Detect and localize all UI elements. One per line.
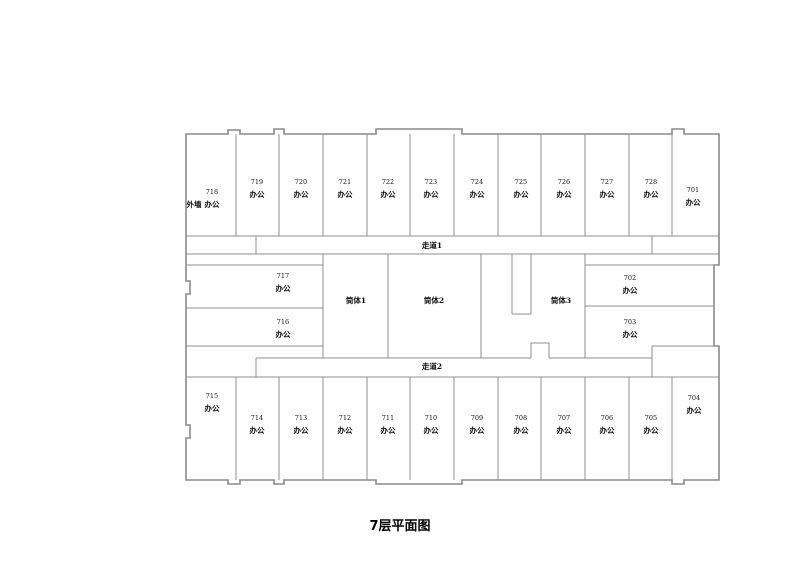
room-number-716: 716: [277, 318, 289, 326]
room-label: 办公: [557, 425, 572, 435]
corridor-1-label: 走道1: [422, 240, 442, 250]
room-label: 办公: [381, 425, 396, 435]
room-label: 办公: [600, 189, 615, 199]
plan-title: 7层平面图: [369, 519, 431, 534]
corridor-2-label: 走道2: [422, 361, 442, 371]
room-number: 720: [295, 178, 307, 186]
core-1-label: 筒体1: [346, 295, 366, 305]
room-number: 724: [471, 178, 483, 186]
room-label: 办公: [470, 425, 485, 435]
room-number-703: 703: [624, 318, 636, 326]
core-2-label: 筒体2: [424, 295, 444, 305]
top-room-row: 719 办公 720 办公 721 办公 722 办公 723 办公 724 办…: [250, 178, 659, 199]
room-number: 721: [339, 178, 351, 186]
room-label: 办公: [644, 189, 659, 199]
room-label: 办公: [381, 189, 396, 199]
room-number-715: 715: [206, 392, 218, 400]
room-number: 713: [295, 414, 307, 422]
room-number: 706: [601, 414, 613, 422]
building-outline: [185, 128, 720, 485]
room-number: 712: [339, 414, 351, 422]
room-number: 723: [425, 178, 437, 186]
room-label: 办公: [250, 425, 265, 435]
room-label: 办公: [557, 189, 572, 199]
room-label-704: 办公: [687, 405, 702, 415]
room-number-704: 704: [688, 394, 700, 402]
room-number-701: 701: [687, 186, 699, 194]
room-label: 办公: [338, 425, 353, 435]
core-3-label: 筒体3: [551, 295, 571, 305]
room-number: 707: [558, 414, 570, 422]
room-number-702: 702: [624, 274, 636, 282]
room-label: 办公: [250, 189, 265, 199]
room-label: 办公: [424, 425, 439, 435]
room-label: 办公: [294, 425, 309, 435]
room-label: 办公: [514, 189, 529, 199]
side-rooms: 718 办公 外墙 701 办公 717 办公 716 办公 702 办公 70…: [187, 186, 702, 415]
room-number: 709: [471, 414, 483, 422]
exterior-wall-label: 外墙: [187, 199, 202, 209]
room-label-716: 办公: [276, 329, 291, 339]
room-number: 728: [645, 178, 657, 186]
room-label: 办公: [294, 189, 309, 199]
room-number: 711: [382, 414, 394, 422]
room-number: 725: [515, 178, 527, 186]
room-label: 办公: [514, 425, 529, 435]
room-label-717: 办公: [276, 283, 291, 293]
room-number: 726: [558, 178, 570, 186]
room-number: 719: [251, 178, 263, 186]
room-label-701: 办公: [686, 197, 701, 207]
room-label: 办公: [338, 189, 353, 199]
room-number: 722: [382, 178, 394, 186]
room-label: 办公: [600, 425, 615, 435]
room-label: 办公: [644, 425, 659, 435]
room-number-718: 718: [206, 188, 218, 196]
room-label-718: 办公: [205, 199, 220, 209]
room-label-715: 办公: [205, 403, 220, 413]
room-number: 705: [645, 414, 657, 422]
room-number: 708: [515, 414, 527, 422]
room-label-703: 办公: [623, 329, 638, 339]
room-number: 727: [601, 178, 613, 186]
room-label: 办公: [470, 189, 485, 199]
room-label-702: 办公: [623, 285, 638, 295]
room-label: 办公: [424, 189, 439, 199]
interior-walls: [186, 134, 719, 480]
room-number: 714: [251, 414, 263, 422]
room-number-717: 717: [277, 272, 289, 280]
room-number: 710: [425, 414, 437, 422]
bottom-room-row: 714 办公 713 办公 712 办公 711 办公 710 办公 709 办…: [250, 414, 659, 435]
